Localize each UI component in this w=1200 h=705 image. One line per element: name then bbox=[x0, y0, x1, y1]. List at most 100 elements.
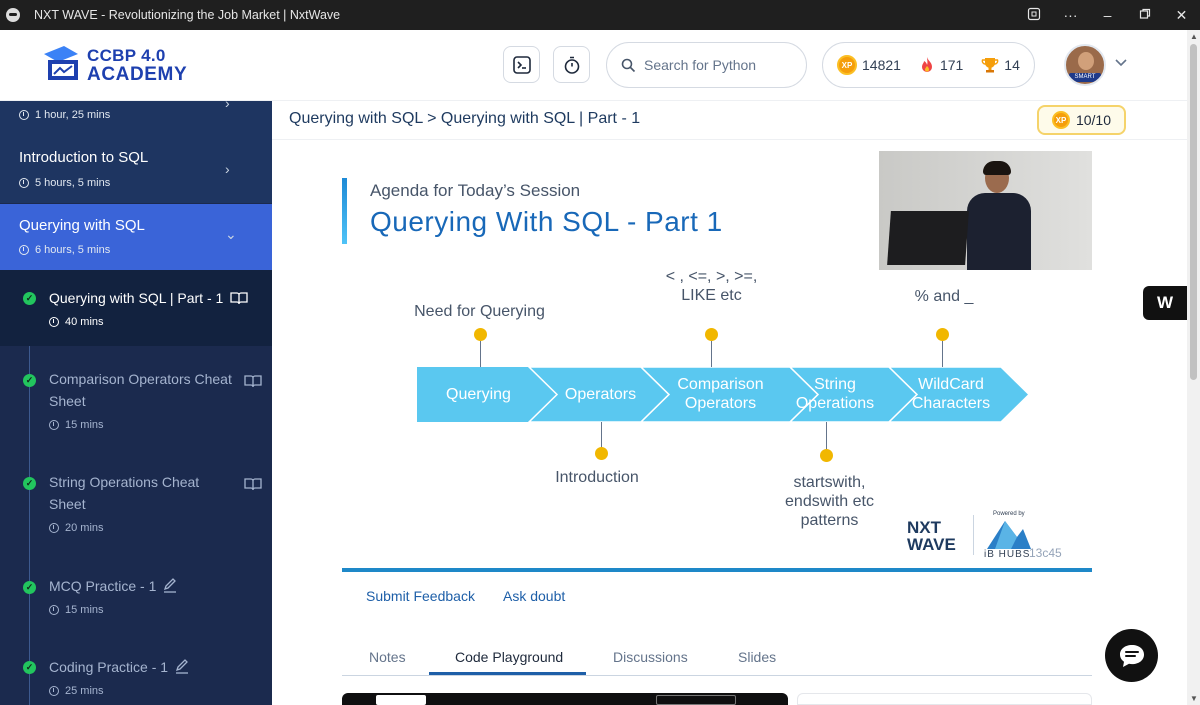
logo-line2: ACADEMY bbox=[87, 64, 188, 85]
marker-dot bbox=[705, 328, 718, 341]
xp-value: 14821 bbox=[862, 57, 901, 73]
stage-label: Operators bbox=[564, 386, 637, 403]
chevron-right-icon: › bbox=[225, 161, 230, 177]
search-icon bbox=[621, 58, 636, 72]
stage-wildcard bbox=[887, 367, 1029, 422]
bottom-label: Introduction bbox=[555, 469, 639, 486]
page-scrollbar[interactable]: ▲ ▼ bbox=[1187, 30, 1200, 705]
avatar-badge: SMART bbox=[1069, 73, 1101, 82]
item-name: String Operations Cheat Sheet bbox=[49, 474, 200, 512]
sidebar-item-mcq-practice[interactable]: ✓ MCQ Practice - 1 15 mins bbox=[0, 573, 272, 643]
video-progress-line[interactable] bbox=[342, 568, 1092, 572]
minimize-icon[interactable]: – bbox=[1103, 7, 1112, 23]
connector bbox=[601, 422, 602, 448]
pencil-icon bbox=[174, 658, 192, 674]
item-name: MCQ Practice - 1 bbox=[49, 578, 157, 594]
sidebar-section-intro-sql[interactable]: Introduction to SQL › 5 hours, 5 mins bbox=[0, 135, 272, 203]
item-duration: 15 mins bbox=[49, 604, 104, 616]
xp-coin-icon: XP bbox=[837, 55, 857, 75]
marker-dot bbox=[474, 328, 487, 341]
video-slide[interactable]: Agenda for Today’s Session Querying With… bbox=[342, 151, 1092, 569]
agenda-pipeline bbox=[417, 367, 1029, 422]
screenshot-icon[interactable] bbox=[1015, 7, 1052, 24]
terminal-icon bbox=[512, 55, 531, 74]
connector bbox=[942, 341, 943, 367]
marker-dot bbox=[936, 328, 949, 341]
xp-score: 10/10 bbox=[1075, 112, 1112, 128]
streak-stat: 171 bbox=[919, 56, 963, 74]
breadcrumb[interactable]: Querying with SQL > Querying with SQL | … bbox=[289, 110, 641, 127]
more-options-icon[interactable]: ··· bbox=[1063, 7, 1078, 23]
scroll-down-arrow[interactable]: ▼ bbox=[1190, 694, 1198, 703]
code-editor-panel[interactable] bbox=[342, 693, 788, 705]
chat-support-button[interactable] bbox=[1105, 629, 1158, 682]
avatar[interactable]: SMART bbox=[1064, 44, 1106, 86]
slide-title: Querying With SQL - Part 1 bbox=[370, 206, 723, 237]
fire-icon bbox=[921, 57, 932, 72]
restore-icon[interactable] bbox=[1126, 7, 1163, 23]
marker-dot bbox=[820, 449, 833, 462]
terminal-button[interactable] bbox=[503, 46, 540, 83]
sidebar-item-comparison-cheatsheet[interactable]: ✓ Comparison Operators Cheat Sheet 15 mi… bbox=[0, 366, 272, 456]
trophy-value: 14 bbox=[1004, 57, 1020, 73]
check-icon: ✓ bbox=[23, 374, 36, 387]
slide-code: 13c45 bbox=[1029, 546, 1062, 560]
sidebar-item-part1[interactable]: ✓ Querying with SQL | Part - 1 40 mins bbox=[0, 270, 272, 346]
bottom-label: startswith, endswith etc patterns bbox=[785, 474, 874, 529]
top-label: % and _ bbox=[914, 288, 974, 305]
sidebar-item-coding-practice[interactable]: ✓ Coding Practice - 1 25 mins bbox=[0, 656, 272, 705]
trophy-stat: 14 bbox=[981, 56, 1020, 74]
ibhubs-logo: Powered by iB HUBS 13c45 bbox=[984, 511, 1062, 560]
trophy-icon bbox=[981, 58, 999, 73]
item-duration: 25 mins bbox=[49, 685, 104, 697]
academy-logo-icon bbox=[44, 46, 78, 80]
title-accent-bar bbox=[342, 178, 347, 244]
connector bbox=[826, 422, 827, 450]
item-name: Coding Practice - 1 bbox=[49, 659, 169, 675]
output-panel bbox=[797, 693, 1092, 705]
streak-value: 171 bbox=[939, 57, 964, 73]
sidebar-item-string-cheatsheet[interactable]: ✓ String Operations Cheat Sheet 20 mins bbox=[0, 469, 272, 559]
stage-label: WildCard Characters bbox=[911, 376, 991, 412]
ask-doubt-link[interactable]: Ask doubt bbox=[503, 588, 566, 604]
stage-querying bbox=[417, 367, 557, 422]
scroll-up-arrow[interactable]: ▲ bbox=[1190, 32, 1198, 41]
window-titlebar: NXT WAVE - Revolutionizing the Job Marke… bbox=[0, 0, 1200, 30]
app-header: CCBP 4.0 ACADEMY Search for Python XP 14… bbox=[0, 30, 1187, 101]
timer-button[interactable] bbox=[553, 46, 590, 83]
search-input[interactable]: Search for Python bbox=[606, 42, 807, 88]
check-icon: ✓ bbox=[23, 477, 36, 490]
item-duration: 15 mins bbox=[49, 419, 104, 431]
section-title: Querying with SQL bbox=[19, 217, 145, 234]
tab-notes[interactable]: Notes bbox=[369, 649, 406, 665]
book-icon bbox=[244, 374, 262, 388]
top-label: Need for Querying bbox=[414, 303, 545, 320]
close-icon[interactable]: ✕ bbox=[1175, 6, 1188, 23]
stage-label: Querying bbox=[446, 386, 511, 403]
section-title: Introduction to SQL bbox=[19, 149, 149, 166]
xp-score-badge: XP 10/10 bbox=[1037, 105, 1126, 135]
tab-slides[interactable]: Slides bbox=[738, 649, 777, 665]
marker-dot bbox=[595, 447, 608, 460]
logo-line1: CCBP 4.0 bbox=[87, 46, 166, 65]
user-stats[interactable]: XP 14821 171 14 bbox=[822, 42, 1035, 88]
submit-feedback-link[interactable]: Submit Feedback bbox=[366, 588, 475, 604]
scrollbar-thumb[interactable] bbox=[1190, 44, 1197, 380]
xp-coin-icon: XP bbox=[1051, 111, 1070, 129]
w-widget-button[interactable]: W bbox=[1143, 286, 1187, 320]
chevron-down-icon: ⌄ bbox=[225, 226, 237, 242]
item-duration: 40 mins bbox=[49, 316, 104, 328]
sidebar-section-querying-sql[interactable]: Querying with SQL ⌄ 6 hours, 5 mins bbox=[0, 204, 272, 270]
ccbp-logo[interactable]: CCBP 4.0 ACADEMY bbox=[42, 44, 202, 86]
item-name: Querying with SQL | Part - 1 bbox=[49, 290, 224, 306]
tab-code-playground[interactable]: Code Playground bbox=[455, 649, 564, 665]
chevron-down-icon[interactable] bbox=[1114, 55, 1128, 73]
tab-discussions[interactable]: Discussions bbox=[613, 649, 688, 665]
pencil-icon bbox=[162, 577, 180, 593]
section-duration: 6 hours, 5 mins bbox=[19, 244, 110, 256]
stopwatch-icon bbox=[564, 56, 579, 74]
sidebar-section-previous[interactable]: › 1 hour, 25 mins bbox=[0, 101, 272, 135]
stage-string bbox=[788, 367, 919, 422]
check-icon: ✓ bbox=[23, 292, 36, 305]
